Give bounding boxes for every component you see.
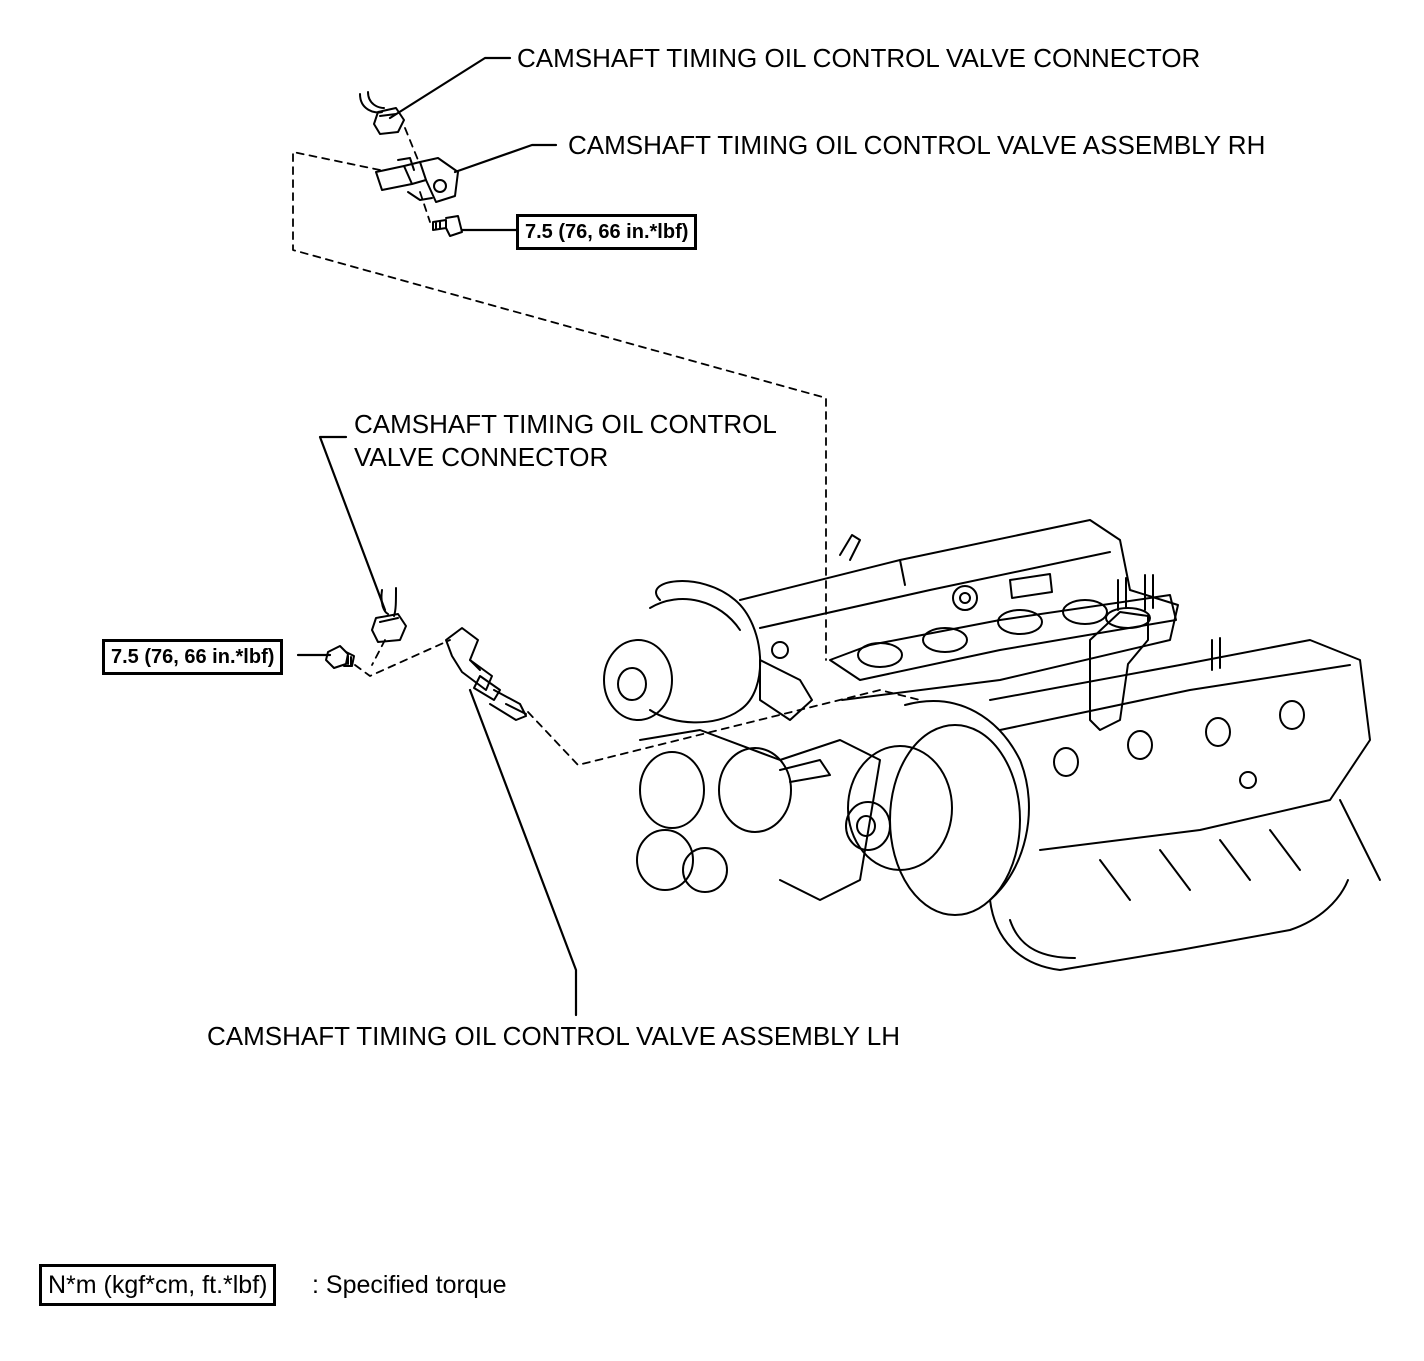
torque-badge-rh: 7.5 (76, 66 in.*lbf) <box>516 214 698 250</box>
rh-guide-bolt <box>419 191 431 223</box>
lh-guide-conn <box>371 639 386 666</box>
leader-lh-assembly <box>468 688 578 1017</box>
dashed-guides <box>292 127 921 766</box>
engine-block <box>603 519 1381 971</box>
legend-unit-box: N*m (kgf*cm, ft.*lbf) <box>39 1264 277 1306</box>
lh-connector-part <box>371 587 407 643</box>
leader-lines <box>296 56 578 1017</box>
lh-bolt-part <box>325 645 355 669</box>
label-rh-assembly: CAMSHAFT TIMING OIL CONTROL VALVE ASSEMB… <box>568 130 1266 160</box>
legend-description: : Specified torque <box>312 1271 507 1299</box>
rh-guide-box <box>292 151 827 661</box>
label-rh-connector: CAMSHAFT TIMING OIL CONTROL VALVE CONNEC… <box>517 43 1201 73</box>
label-lh-connector-line1: CAMSHAFT TIMING OIL CONTROL <box>354 409 777 439</box>
lh-guide-bolt <box>354 639 451 677</box>
label-lh-connector-line2: VALVE CONNECTOR <box>354 442 609 472</box>
lh-valve-part <box>445 627 527 721</box>
rh-valve-part <box>375 157 459 203</box>
leader-lh-connector <box>318 435 387 612</box>
leader-rh-assembly <box>453 143 558 174</box>
rh-bolt-part <box>432 215 463 237</box>
rh-connector-part <box>359 91 405 135</box>
torque-badge-lh: 7.5 (76, 66 in.*lbf) <box>102 639 284 675</box>
leader-rh-connector <box>388 56 512 120</box>
label-lh-assembly: CAMSHAFT TIMING OIL CONTROL VALVE ASSEMB… <box>207 1021 901 1051</box>
rh-guide-top <box>404 127 419 161</box>
lh-guide-valve <box>527 689 921 766</box>
